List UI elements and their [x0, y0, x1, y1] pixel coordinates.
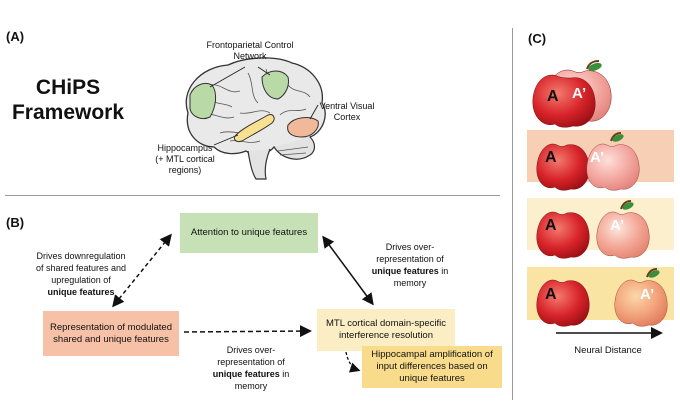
- apple-label-a-row2: A: [545, 149, 557, 166]
- bottom-note-line1: Drives over-: [226, 345, 276, 355]
- apple-label-aprime-row1: A’: [572, 85, 587, 102]
- attention-box: Attention to unique features: [180, 213, 318, 253]
- bottom-note-rest: in: [279, 369, 290, 379]
- apples-illustration: [532, 60, 668, 327]
- panel-a-label: (A): [6, 29, 25, 44]
- representation-box-line1: Representation of modulated: [50, 321, 172, 333]
- apple-label-a-row1: A: [547, 88, 559, 105]
- hippocampal-box: Hippocampal amplification of input diffe…: [362, 346, 502, 388]
- apple-pair-row3: [536, 200, 650, 259]
- apple-pair-row4: [536, 268, 668, 327]
- bottom-note: Drives over- representation of unique fe…: [196, 344, 306, 392]
- frontoparietal-label-line2: Network: [233, 51, 267, 61]
- arrow-representation-mtl: [183, 325, 312, 338]
- hippocampus-label: Hippocampus (+ MTL cortical regions): [145, 143, 225, 176]
- apple-pair-row2: [536, 132, 640, 191]
- framework-title: CHiPS Framework: [8, 75, 128, 125]
- hippocampus-label-line3: regions): [168, 165, 202, 175]
- apple-label-aprime-row4: A’: [640, 286, 655, 303]
- representation-box-line2: shared and unique features: [53, 333, 169, 345]
- panel-c-label: (C): [528, 31, 547, 46]
- right-note-line3: unique features in: [360, 265, 460, 277]
- left-note: Drives downregulation of shared features…: [20, 250, 142, 298]
- arrow-attention-mtl: [322, 235, 374, 306]
- ventral-visual-label-line2: Cortex: [333, 112, 361, 122]
- framework-title-line2: Framework: [11, 101, 125, 124]
- hippocampal-box-line3: unique features: [399, 373, 465, 384]
- ventral-visual-region: [287, 117, 319, 138]
- apple-pair-row1: [532, 60, 612, 128]
- mtl-box: MTL cortical domain-specific interferenc…: [317, 309, 455, 351]
- hippocampal-box-line2: input differences based on: [376, 361, 488, 372]
- diagram-arrows: [112, 233, 374, 373]
- hippocampal-box-line1: Hippocampal amplification of: [371, 349, 493, 360]
- frontoparietal-label: Frontoparietal Control Network: [190, 40, 310, 62]
- right-note-rest: in: [438, 266, 449, 276]
- right-note-line4: memory: [393, 278, 427, 288]
- bottom-note-line4: memory: [234, 381, 268, 391]
- apple-label-aprime-row3: A’: [610, 217, 625, 234]
- frontoparietal-label-line1: Frontoparietal Control: [206, 40, 294, 50]
- arrow-attention-representation: [112, 233, 172, 308]
- hippocampus-region: [233, 114, 275, 142]
- neural-distance-arrow: [556, 327, 663, 339]
- frontoparietal-region-front: [189, 82, 217, 120]
- ventral-visual-label: Ventral Visual Cortex: [312, 101, 382, 123]
- bottom-note-line3: unique features in: [196, 368, 306, 380]
- hippocampus-label-line1: Hippocampus: [157, 143, 213, 153]
- left-note-line2: of shared features and: [35, 263, 127, 273]
- left-note-line4: unique features: [47, 287, 115, 297]
- attention-box-text: Attention to unique features: [190, 227, 308, 238]
- right-note-line1: Drives over-: [385, 242, 435, 252]
- apple-label-a-row3: A: [545, 217, 557, 234]
- right-note: Drives over- representation of unique fe…: [360, 241, 460, 289]
- right-note-bold: unique features: [371, 266, 439, 276]
- apple-label-a-row4: A: [545, 286, 557, 303]
- bottom-note-bold: unique features: [212, 369, 280, 379]
- cerebellum: [273, 136, 316, 160]
- ventral-visual-label-line1: Ventral Visual: [319, 101, 375, 111]
- brainstem: [247, 148, 271, 180]
- vertical-divider: [512, 28, 513, 400]
- bottom-note-line2: representation of: [217, 357, 285, 367]
- horizontal-divider: [5, 195, 500, 196]
- mtl-box-line2: interference resolution: [339, 330, 433, 341]
- frontoparietal-region-back: [261, 70, 289, 100]
- framework-title-line1: CHiPS: [35, 76, 101, 99]
- left-note-line1: Drives downregulation: [36, 251, 126, 261]
- representation-box: Representation of modulated shared and u…: [43, 311, 179, 356]
- mtl-box-line1: MTL cortical domain-specific: [325, 318, 447, 329]
- hippocampus-label-line2: (+ MTL cortical: [155, 154, 215, 164]
- left-note-line3: upregulation of: [51, 275, 111, 285]
- brain-illustration: [185, 57, 326, 180]
- panel-b-label: (B): [6, 215, 25, 230]
- arrow-mtl-hippocampal: [345, 351, 361, 373]
- apple-label-aprime-row2: A’: [590, 149, 605, 166]
- neural-distance-label: Neural Distance: [574, 345, 642, 356]
- right-note-line2: representation of: [376, 254, 444, 264]
